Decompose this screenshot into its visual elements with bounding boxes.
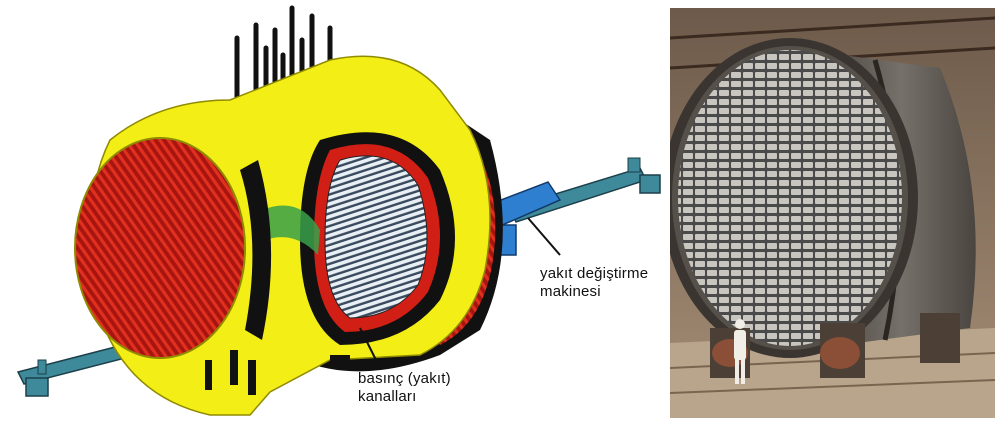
fuel-machine-label-line2: makinesi (540, 283, 601, 300)
pressure-tubes-leader-line (359, 327, 381, 369)
fuel-channel-core (324, 155, 428, 319)
fuel-machine-label: yakıt değiştirme makinesi (540, 265, 648, 301)
pressure-tubes-label: basınç (yakıt) kanalları (358, 370, 451, 406)
right-fuelling-machine (486, 157, 661, 256)
pressure-tubes-label-line2: kanalları (358, 388, 417, 405)
pressure-tubes-label-line1: basınç (yakıt) (358, 370, 451, 387)
reactor-photo (670, 8, 995, 418)
fuel-machine-leader-line (527, 217, 561, 256)
fuel-machine-label-line1: yakıt değiştirme (540, 265, 649, 282)
support-legs (205, 350, 350, 395)
worker-figure (734, 319, 746, 384)
reactor-cutaway-diagram (16, 5, 661, 416)
